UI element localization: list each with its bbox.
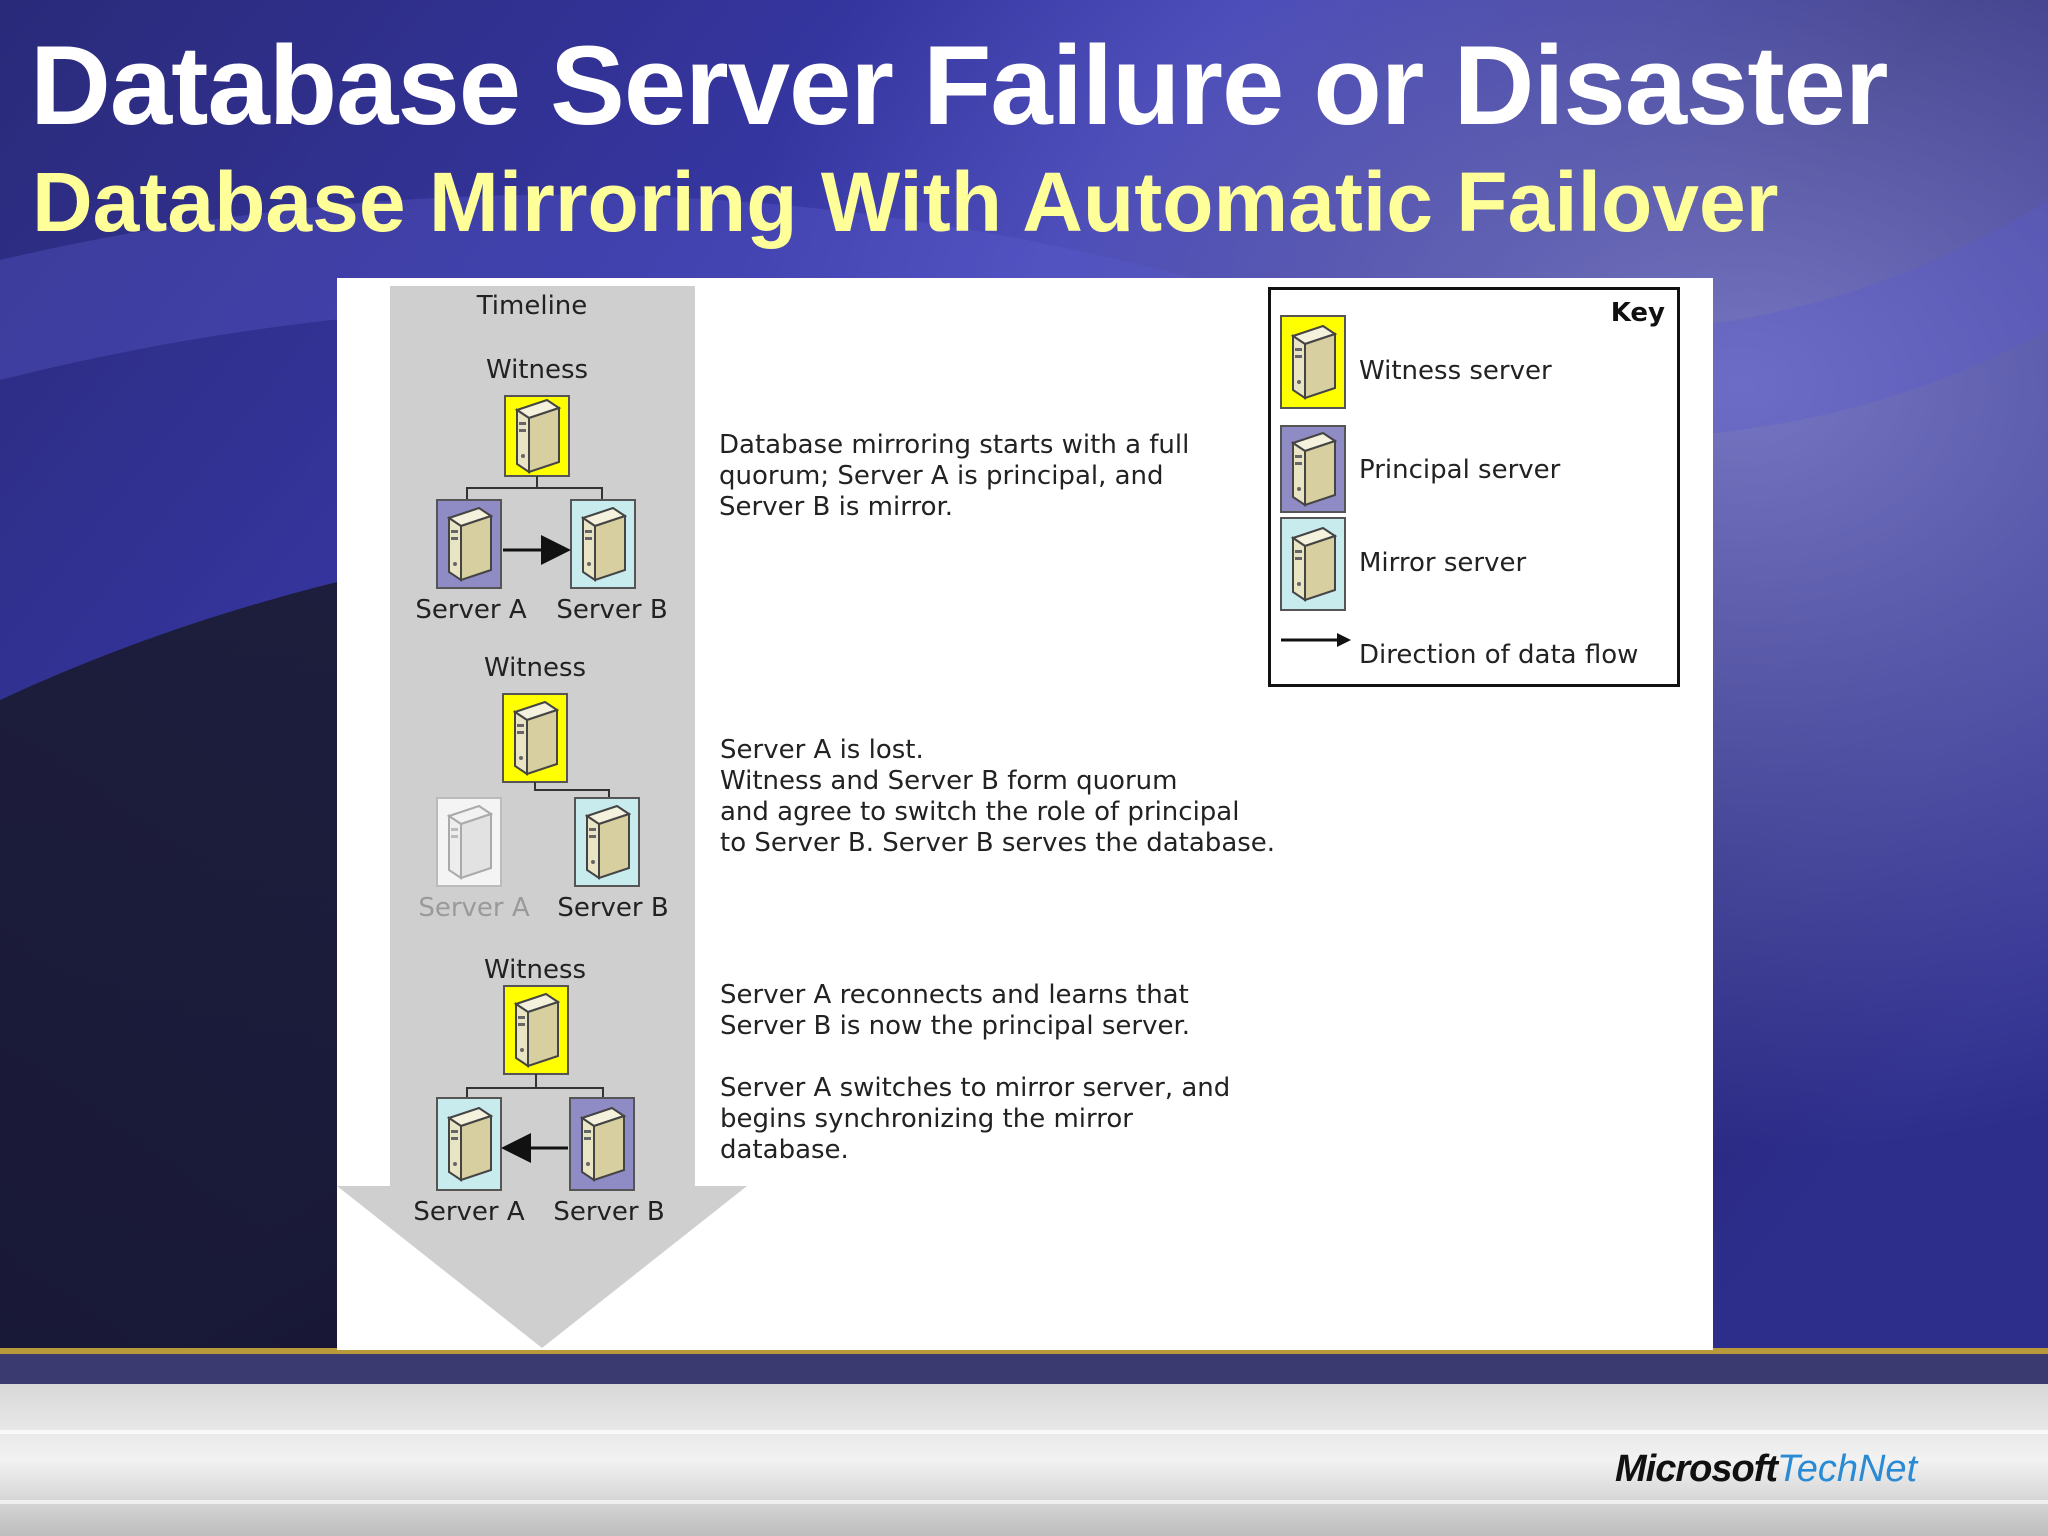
stage-3: Witness Server A Server B [413, 955, 664, 1227]
witness-label: Witness [484, 955, 586, 985]
legend-title: Key [1610, 298, 1665, 328]
legend-label-witness: Witness server [1359, 356, 1552, 386]
legend-label-mirror: Mirror server [1359, 548, 1527, 578]
legend-label-data-flow: Direction of data flow [1359, 640, 1639, 670]
stage-2-description: Server A is lost. Witness and Server B f… [720, 735, 1276, 858]
server-b-label: Server B [556, 595, 667, 625]
stage-3-description: Server A reconnects and learns that Serv… [720, 980, 1231, 1165]
stage-1: Witness Server A Server B [415, 355, 667, 625]
server-a-label: Server A [413, 1197, 525, 1227]
witness-server-icon [1280, 315, 1346, 409]
failover-diagram: Timeline Witness Server A Server B Witne… [337, 286, 747, 1348]
principal-server-icon [1280, 425, 1346, 513]
legend-label-principal: Principal server [1359, 455, 1561, 485]
slide-subtitle: Database Mirroring With Automatic Failov… [32, 155, 1779, 249]
mirror-server-icon [1280, 517, 1346, 611]
diagram-panel: Timeline Witness Server A Server B Witne… [337, 278, 1713, 1350]
logo-technet-text: TechNet [1777, 1448, 1918, 1490]
logo-microsoft-text: Microsoft [1615, 1448, 1778, 1490]
server-b-label: Server B [553, 1197, 664, 1227]
timeline-label: Timeline [476, 291, 588, 321]
witness-label: Witness [484, 653, 586, 683]
witness-label: Witness [486, 355, 588, 385]
server-a-label: Server A [418, 893, 530, 923]
arrow-right-icon [1281, 633, 1351, 647]
stage-1-description: Database mirroring starts with a full qu… [719, 430, 1190, 522]
slide-title: Database Server Failure or Disaster [30, 23, 1889, 148]
server-b-label: Server B [557, 893, 668, 923]
stage-2: Witness Server A Server B [418, 653, 668, 923]
server-a-label: Server A [415, 595, 527, 625]
legend-box: Key Witness server Principal server Mirr… [1268, 287, 1680, 687]
microsoft-technet-logo: MicrosoftTechNet [1615, 1448, 1917, 1491]
